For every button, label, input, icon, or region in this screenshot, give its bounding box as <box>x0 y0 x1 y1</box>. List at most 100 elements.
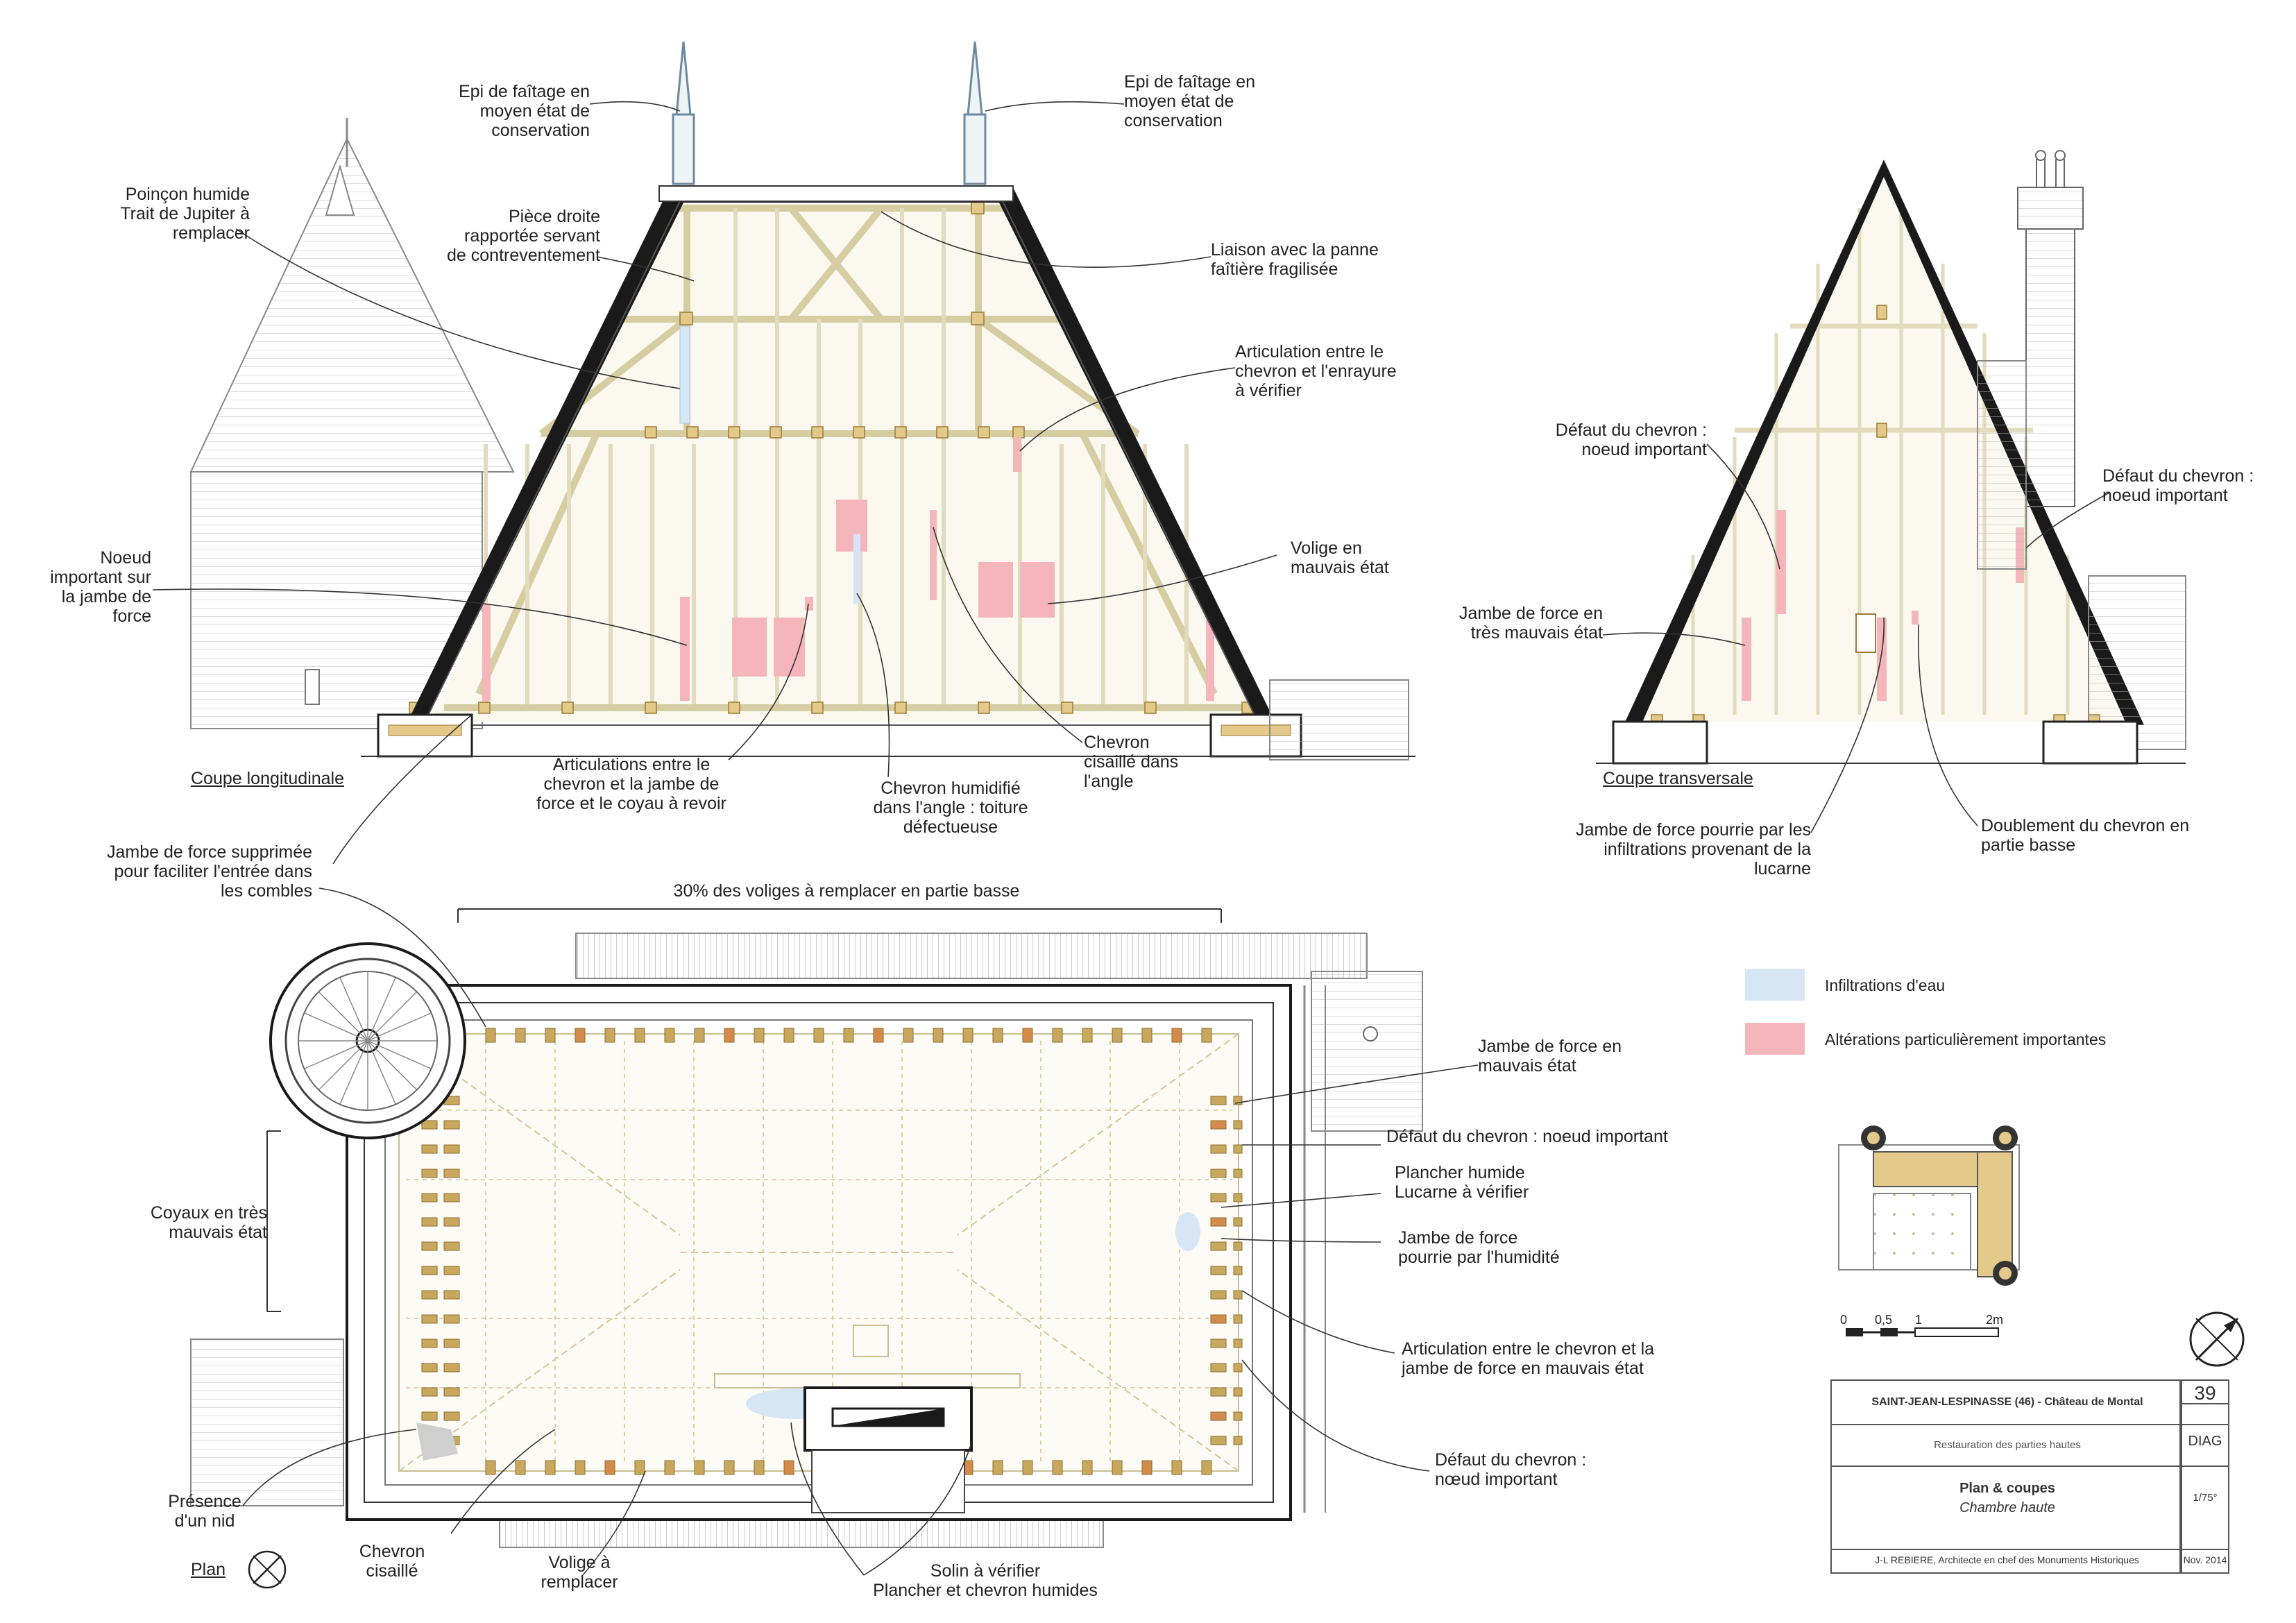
rafter-block <box>421 1387 438 1397</box>
rafter-block <box>1210 1411 1227 1421</box>
rafter-block <box>1052 1460 1063 1475</box>
rafter-block <box>1082 1460 1093 1475</box>
rafter-block <box>1233 1314 1243 1324</box>
rafter-block <box>421 1411 438 1421</box>
rafter-block <box>724 1460 735 1475</box>
rafter-block <box>634 1460 645 1475</box>
rafter-block <box>1233 1193 1243 1203</box>
north-arrow-icon <box>2189 1311 2245 1367</box>
rafter-block <box>1210 1363 1227 1373</box>
rafter-block <box>421 1339 438 1348</box>
title-subtitle: Restauration des parties hautes <box>1934 1439 2081 1451</box>
rafter-block <box>933 1028 944 1043</box>
rafter-block <box>1233 1120 1243 1130</box>
rafter-block <box>421 1314 438 1324</box>
rafter-block <box>1210 1314 1227 1324</box>
rafter-block <box>694 1460 705 1475</box>
legend-label-alteration: Altérations particulièrement importantes <box>1825 1030 2107 1048</box>
rafter-block <box>545 1460 556 1475</box>
rafter-block <box>1210 1266 1227 1275</box>
rafter-block <box>443 1120 460 1130</box>
rafter-block <box>1022 1460 1033 1475</box>
rafter-block <box>443 1314 460 1324</box>
rafter-block <box>1233 1387 1243 1397</box>
rafter-block <box>421 1169 438 1178</box>
spiral-staircase <box>269 942 466 1139</box>
leader-lines <box>152 101 2110 1576</box>
rafter-block <box>1082 1028 1093 1043</box>
rafter-block <box>664 1460 675 1475</box>
rafter-block <box>962 1028 973 1043</box>
key-plan <box>1838 1125 2020 1286</box>
annotation-defaut-plan-2: Défaut du chevron :nœud important <box>1435 1450 1587 1489</box>
rafter-block <box>1210 1217 1227 1227</box>
rafter-block <box>604 1460 615 1475</box>
scale-bar <box>1846 1327 1999 1337</box>
rafter-block <box>421 1193 438 1203</box>
rafter-block <box>443 1266 460 1275</box>
title-project: SAINT-JEAN-LESPINASSE (46) - Château de … <box>1871 1396 2143 1408</box>
rafter-block <box>1233 1241 1243 1251</box>
rafter-block <box>443 1290 460 1300</box>
rafter-block <box>443 1144 460 1154</box>
rafter-block <box>443 1217 460 1227</box>
north-arrow-plan-icon <box>248 1550 287 1589</box>
scale-label-0: 0 <box>1840 1313 1848 1327</box>
rafter-block <box>1210 1169 1227 1178</box>
rafter-block <box>634 1028 645 1043</box>
rafter-block <box>783 1460 794 1475</box>
rafter-block <box>485 1028 496 1043</box>
background-tower <box>189 118 515 729</box>
rafter-block <box>421 1241 438 1251</box>
annotation-defaut-plan-1: Défaut du chevron : noeud important <box>1386 1127 1668 1146</box>
rafter-block <box>664 1028 675 1043</box>
rafter-block <box>1210 1193 1227 1203</box>
rafter-block <box>421 1290 438 1300</box>
rafter-block <box>992 1028 1003 1043</box>
rafter-block <box>1210 1290 1227 1300</box>
rafter-block <box>443 1363 460 1373</box>
rafter-block <box>1233 1411 1243 1421</box>
rafter-block <box>421 1144 438 1154</box>
rafter-block <box>443 1193 460 1203</box>
roof-plan <box>190 908 1423 1548</box>
rafter-block <box>443 1411 460 1421</box>
rafter-block <box>1022 1028 1033 1043</box>
rafter-block <box>421 1363 438 1373</box>
rafter-block <box>443 1169 460 1178</box>
rafter-block <box>443 1241 460 1251</box>
legend-swatch-infiltration <box>1745 969 1805 1001</box>
rafter-block <box>783 1028 794 1043</box>
scale-label-2m: 2m <box>1986 1313 2004 1327</box>
rafter-block <box>421 1266 438 1275</box>
scale-label-05: 0,5 <box>1875 1313 1893 1327</box>
title-phase: DIAG <box>2188 1434 2222 1449</box>
rafter-block <box>1112 1028 1123 1043</box>
legend-swatch-alteration <box>1745 1023 1805 1055</box>
rafter-block <box>1233 1266 1243 1275</box>
scale-label-1: 1 <box>1915 1313 1923 1327</box>
transversal-section <box>1596 150 2186 765</box>
rafter-block <box>1210 1241 1227 1251</box>
rafter-block <box>1233 1144 1243 1154</box>
rafter-col-right <box>1210 1096 1243 1445</box>
annotation-defaut-chevron-t2: Défaut du chevron :noeud important <box>2102 466 2254 505</box>
rafter-block <box>575 1460 586 1475</box>
